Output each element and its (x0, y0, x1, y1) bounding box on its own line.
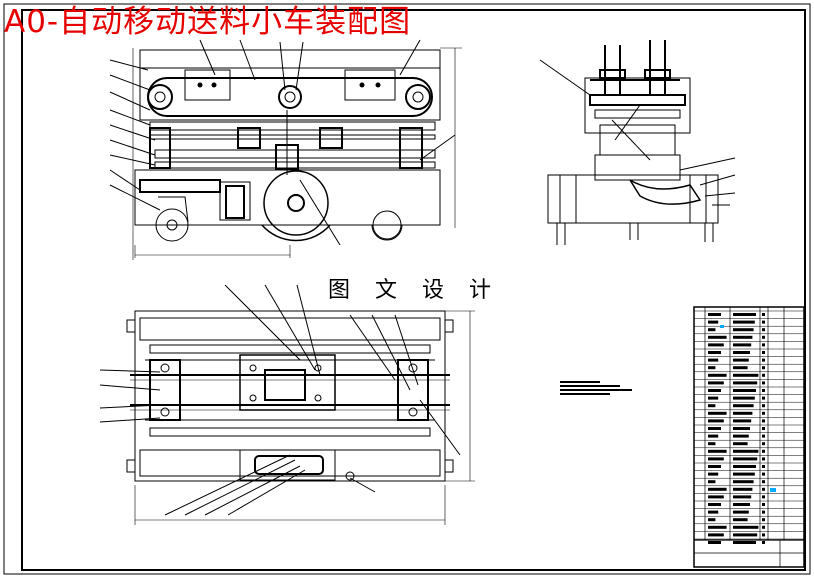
front-view (110, 40, 462, 260)
top-view (100, 285, 475, 525)
drawing-title: A0-自动移动送料小车装配图 (4, 4, 412, 40)
side-view (540, 40, 735, 245)
watermark-text: 图 文 设 计 (328, 278, 500, 303)
sheet-border (4, 4, 810, 574)
technical-notes (560, 382, 632, 394)
bom-table (694, 307, 804, 567)
